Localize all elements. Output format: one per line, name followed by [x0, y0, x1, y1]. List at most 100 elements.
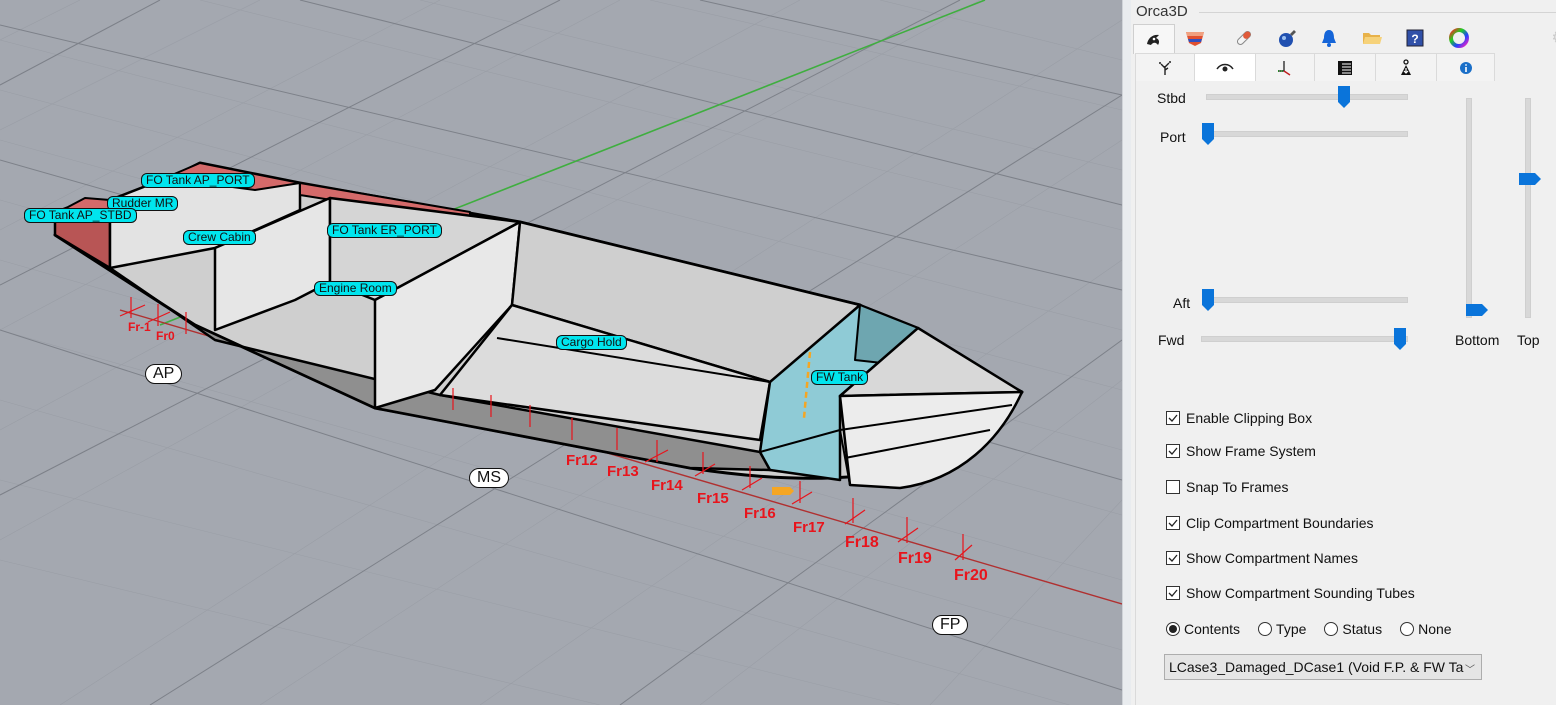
sounding-tube	[802, 351, 812, 419]
checkbox-checked-icon[interactable]	[1166, 516, 1180, 530]
station-label-fp: FP	[932, 615, 969, 635]
fwd-slider-track[interactable]	[1201, 336, 1408, 342]
port-slider-track[interactable]	[1206, 131, 1408, 137]
frame-label: Fr15	[697, 490, 729, 507]
fwd-slider-thumb[interactable]	[1394, 328, 1406, 350]
checkbox-checked-icon[interactable]	[1166, 444, 1180, 458]
frame-label: Fr18	[845, 534, 879, 551]
checkbox-label: Show Compartment Names	[1186, 550, 1358, 566]
radio-selected-icon[interactable]	[1166, 622, 1180, 636]
display-settings-pane: Stbd Port Aft Fwd Bottom Top Enable Clip…	[1135, 81, 1556, 705]
radio-unselected-icon[interactable]	[1258, 622, 1273, 636]
compartment-label-fo-tank-ap-stbd: FO Tank AP_STBD	[24, 208, 137, 223]
frame-label: Fr20	[954, 567, 988, 584]
top-slider-thumb[interactable]	[1519, 173, 1541, 185]
main-tab-files[interactable]	[1352, 24, 1392, 52]
checkbox-checked-icon[interactable]	[1166, 411, 1180, 425]
orca3d-panel: Orca3D ? ⚙	[1131, 0, 1556, 705]
frame-label: Fr0	[156, 329, 175, 343]
main-tab-colors[interactable]	[1439, 24, 1479, 52]
checkbox-checked-icon[interactable]	[1166, 551, 1180, 565]
main-tab-stability[interactable]	[1224, 24, 1264, 52]
stbd-label: Stbd	[1157, 90, 1186, 106]
sub-tab-table[interactable]	[1315, 54, 1376, 81]
weight-person-icon	[1401, 58, 1411, 75]
radio-contents[interactable]: Contents	[1166, 621, 1240, 637]
svg-text:?: ?	[1411, 32, 1418, 46]
main-tab-hull[interactable]	[1175, 24, 1215, 52]
aft-slider-track[interactable]	[1206, 297, 1408, 303]
compartment-label-engine-room: Engine Room	[314, 281, 397, 296]
radio-status[interactable]: Status	[1324, 621, 1382, 637]
sub-tab-tree[interactable]	[1136, 54, 1195, 81]
color-wheel-icon	[1449, 28, 1469, 48]
show-sounding-tubes-checkbox[interactable]: Show Compartment Sounding Tubes	[1166, 585, 1415, 601]
sub-tab-bar	[1135, 53, 1495, 82]
clip-compartment-boundaries-checkbox[interactable]: Clip Compartment Boundaries	[1166, 515, 1374, 531]
sub-tab-frames[interactable]	[1256, 54, 1315, 81]
compartment-label-rudder-mr: Rudder MR	[107, 196, 179, 211]
bottom-slider-track[interactable]	[1466, 98, 1472, 318]
port-slider-thumb[interactable]	[1202, 123, 1214, 145]
hull	[53, 161, 1024, 490]
sub-tab-display[interactable]	[1195, 54, 1256, 81]
compartment-label-crew-cabin: Crew Cabin	[183, 230, 256, 245]
help-icon: ?	[1406, 29, 1424, 47]
main-tab-orca[interactable]	[1133, 24, 1175, 54]
snap-to-frames-checkbox[interactable]: Snap To Frames	[1166, 479, 1288, 495]
folder-icon	[1363, 33, 1382, 44]
3d-viewport[interactable]: FO Tank AP_PORT Rudder MR FO Tank AP_STB…	[0, 0, 1122, 705]
compartment-label-fo-tank-er-port: FO Tank ER_PORT	[327, 223, 442, 238]
top-slider-track[interactable]	[1525, 98, 1531, 318]
tree-icon	[1159, 60, 1171, 75]
stbd-slider-track[interactable]	[1206, 94, 1408, 100]
bomb-icon	[1279, 30, 1296, 47]
frame-ticks	[119, 297, 973, 561]
title-divider	[1199, 12, 1556, 13]
checkbox-label: Show Compartment Sounding Tubes	[1186, 585, 1415, 601]
sub-tab-info[interactable]	[1437, 54, 1494, 81]
panel-title: Orca3D	[1136, 3, 1188, 20]
top-label: Top	[1517, 332, 1540, 348]
bottom-slider-thumb[interactable]	[1466, 304, 1488, 316]
fwd-label: Fwd	[1158, 332, 1185, 348]
radio-none[interactable]: None	[1400, 621, 1452, 637]
compartment-label-fo-tank-ap-port: FO Tank AP_PORT	[141, 173, 255, 188]
frame-label: Fr12	[566, 452, 598, 469]
show-frame-system-checkbox[interactable]: Show Frame System	[1166, 443, 1316, 459]
radio-type[interactable]: Type	[1258, 621, 1306, 637]
frame-label: Fr14	[651, 477, 683, 494]
main-tab-weight[interactable]	[1267, 24, 1307, 52]
hull-model-scene[interactable]	[0, 0, 1122, 705]
compartment-label-fw-tank: FW Tank	[811, 370, 869, 385]
color-mode-radio-group: Contents Type Status None	[1166, 621, 1470, 637]
enable-clipping-box-checkbox[interactable]: Enable Clipping Box	[1166, 410, 1312, 426]
frame-label: Fr19	[898, 550, 932, 567]
load-case-dropdown[interactable]: LCase3_Damaged_DCase1 (Void F.P. & FW Ta…	[1164, 654, 1482, 680]
pill-icon	[1236, 30, 1252, 46]
bell-icon	[1322, 30, 1336, 47]
stbd-slider-thumb[interactable]	[1338, 86, 1350, 108]
radio-label: Status	[1342, 621, 1383, 637]
show-compartment-names-checkbox[interactable]: Show Compartment Names	[1166, 550, 1358, 566]
main-tab-help[interactable]: ?	[1395, 24, 1435, 52]
main-tab-alerts[interactable]	[1309, 24, 1349, 52]
checkbox-checked-icon[interactable]	[1166, 586, 1180, 600]
checkbox-label: Snap To Frames	[1186, 479, 1289, 495]
compartment-label-cargo-hold: Cargo Hold	[556, 335, 627, 350]
orca-logo-icon	[1147, 34, 1160, 45]
bottom-label: Bottom	[1455, 332, 1500, 348]
radio-unselected-icon[interactable]	[1400, 622, 1415, 636]
frame-label: Fr17	[793, 519, 825, 536]
radio-label: Type	[1276, 621, 1307, 637]
chevron-down-icon: ﹀	[1465, 665, 1475, 676]
main-tab-overflow[interactable]: ⚙	[1539, 24, 1556, 52]
checkbox-unchecked-icon[interactable]	[1166, 480, 1180, 494]
port-label: Port	[1160, 129, 1186, 145]
radio-unselected-icon[interactable]	[1324, 622, 1339, 636]
aft-slider-thumb[interactable]	[1202, 289, 1214, 311]
checkbox-label: Clip Compartment Boundaries	[1186, 515, 1374, 531]
hull-design-icon	[1186, 32, 1204, 46]
sub-tab-weights[interactable]	[1376, 54, 1437, 81]
radio-label: None	[1418, 621, 1452, 637]
